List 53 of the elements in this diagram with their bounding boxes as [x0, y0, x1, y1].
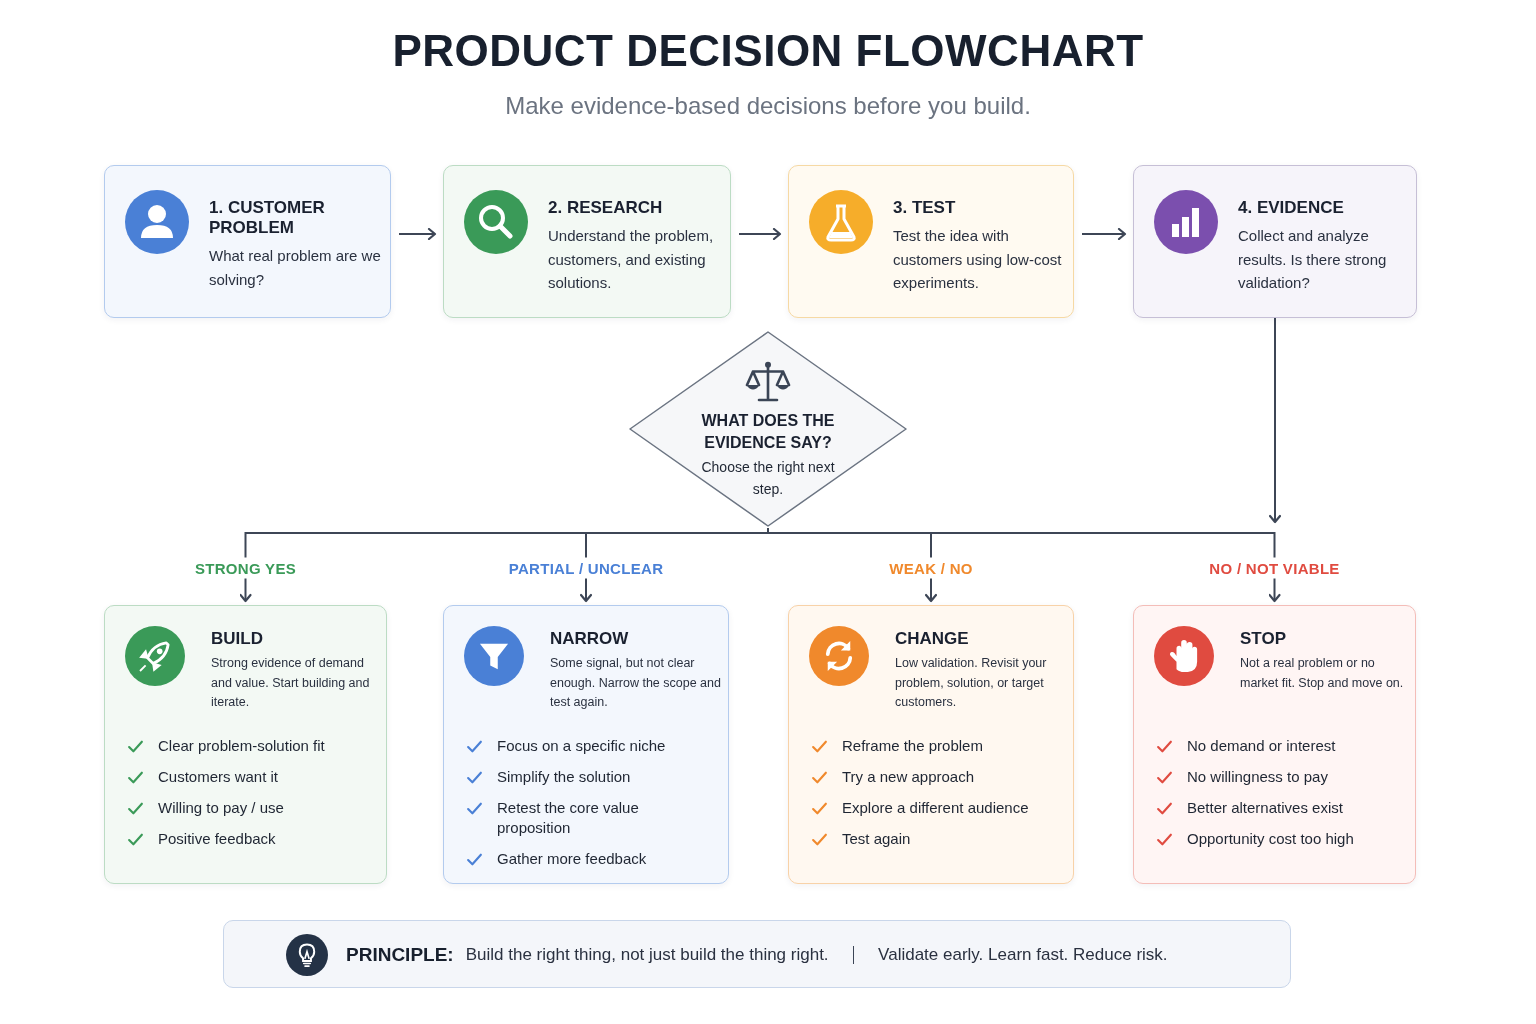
- step-card: [788, 165, 1074, 318]
- step-card: [104, 165, 391, 318]
- outcome-description: Some signal, but not clear enough. Narrow the scope and test again.: [550, 655, 722, 711]
- step-description: Collect and analyze results. Is there strong validation?: [1238, 226, 1388, 293]
- decision-diamond: [628, 330, 908, 528]
- checklist-item: Simplify the solution: [497, 767, 632, 787]
- subtitle: Make evidence-based decisions before you build.: [504, 92, 1032, 120]
- step-title: 1. CUSTOMER PROBLEM: [209, 198, 326, 238]
- step-description: Understand the problem, customers, and existing solutions.: [548, 226, 715, 293]
- outcome-title: BUILD: [211, 629, 264, 649]
- outcome-card: [1133, 605, 1416, 884]
- step-title: 4. EVIDENCE: [1238, 198, 1345, 218]
- checklist-item: Customers want it: [158, 767, 280, 787]
- arrow: [1268, 317, 1282, 524]
- principle-text: Validate early. Learn fast. Reduce risk.: [878, 945, 1168, 965]
- checklist-item: Better alternatives exist: [1187, 798, 1344, 818]
- outcome-description: Low validation. Revisit your problem, solution, or target customers.: [895, 655, 1048, 711]
- checklist-item: No demand or interest: [1187, 736, 1337, 756]
- checklist-item: Positive feedback: [158, 829, 277, 849]
- outcome-title: NARROW: [550, 629, 630, 649]
- outcome-card: [104, 605, 387, 884]
- step-card: [1133, 165, 1417, 318]
- arrow: [738, 227, 782, 241]
- title: PRODUCT DECISION FLOWCHART: [391, 26, 1145, 76]
- arrow: [1081, 227, 1127, 241]
- principle-text: Build the right thing, not just build the thing right.: [465, 945, 829, 965]
- principle-label: PRINCIPLE:: [346, 944, 454, 966]
- step-description: What real problem are we solving?: [209, 246, 381, 290]
- checklist-item: Clear problem-solution fit: [158, 736, 326, 756]
- principle-banner: [223, 920, 1291, 988]
- checklist-item: Retest the core value proposition: [497, 798, 640, 838]
- outcome-card: [443, 605, 729, 884]
- checklist-item: Willing to pay / use: [158, 798, 285, 818]
- step-description: Test the idea with customers using low-cost experiments.: [893, 226, 1063, 293]
- decision-hint: Choose the right next step.: [700, 458, 836, 499]
- outcome-title: CHANGE: [895, 629, 970, 649]
- checklist-item: Test again: [842, 829, 912, 849]
- step-title: 2. RESEARCH: [548, 198, 664, 218]
- decision-question: WHAT DOES THE EVIDENCE SAY?: [700, 411, 836, 453]
- checklist-item: No willingness to pay: [1187, 767, 1329, 787]
- checklist-item: Try a new approach: [842, 767, 975, 787]
- step-card: [443, 165, 731, 318]
- checklist-item: Focus on a specific niche: [497, 736, 667, 756]
- arrow: [398, 227, 437, 241]
- outcome-description: Not a real problem or no market fit. Stop and move on.: [1240, 655, 1405, 692]
- step-title: 3. TEST: [893, 198, 957, 218]
- outcome-description: Strong evidence of demand and value. Start building and iterate.: [211, 655, 371, 711]
- outcome-card: [788, 605, 1074, 884]
- outcome-title: STOP: [1240, 629, 1287, 649]
- checklist-item: Explore a different audience: [842, 798, 1030, 818]
- checklist-item: Opportunity cost too high: [1187, 829, 1355, 849]
- checklist-item: Reframe the problem: [842, 736, 984, 756]
- checklist-item: Gather more feedback: [497, 849, 648, 869]
